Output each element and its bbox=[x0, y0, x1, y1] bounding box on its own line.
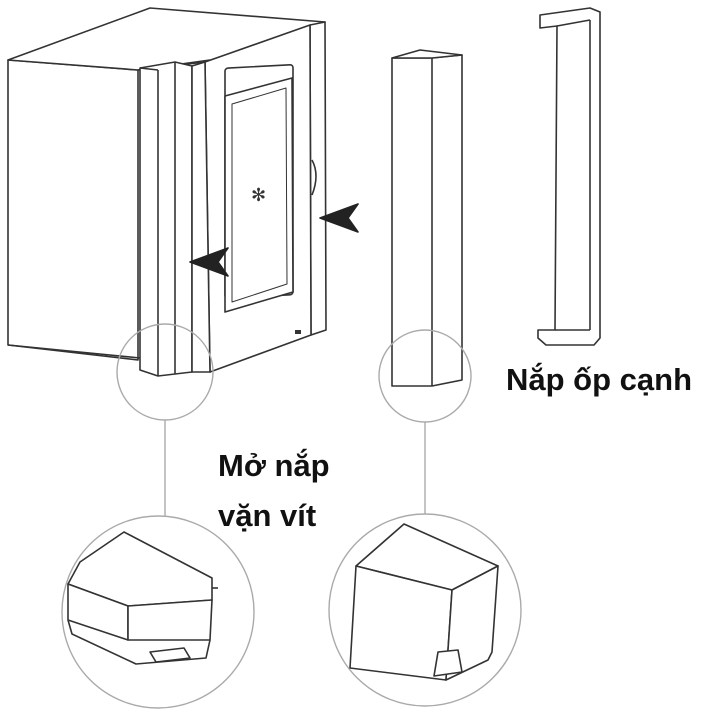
side-cover-label: Nắp ốp cạnh bbox=[506, 362, 693, 397]
cover-strip bbox=[391, 49, 463, 387]
open-screw-label: Mở nắp vặn vít bbox=[218, 441, 330, 541]
detail-tab bbox=[67, 531, 218, 665]
open-screw-label-line2: vặn vít bbox=[218, 498, 317, 533]
svg-text:✻: ✻ bbox=[251, 185, 266, 206]
magnifier-circle bbox=[61, 323, 522, 709]
open-screw-label-line1: Mở nắp bbox=[218, 448, 330, 483]
detail-notch bbox=[349, 523, 499, 681]
fridge-illustration: ✻ bbox=[7, 7, 327, 377]
direction-arrow bbox=[189, 203, 359, 277]
handle-strip bbox=[537, 7, 601, 346]
